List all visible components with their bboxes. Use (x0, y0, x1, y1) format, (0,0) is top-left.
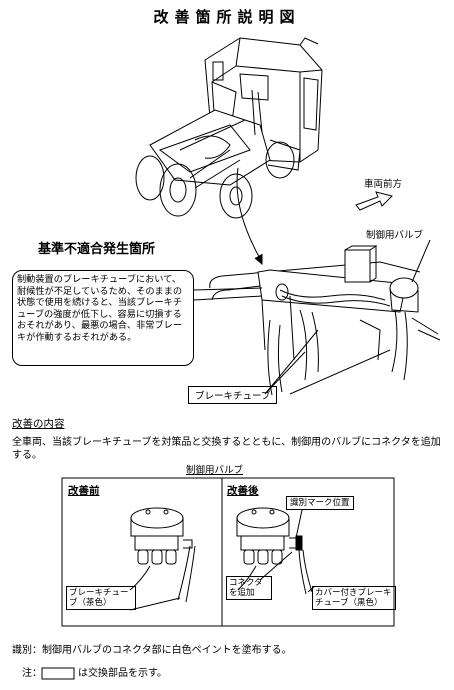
before-tube-label: ブレーキチューブ（茶色） (66, 586, 136, 610)
valve-after-illustration (236, 507, 316, 595)
forward-label: 車両前方 (364, 179, 403, 190)
cover-tube-label: カバー付きブレーキチューブ（黒色） (312, 586, 396, 610)
connector-label: コネクタを追加 (226, 576, 272, 600)
comparison-box (61, 477, 395, 627)
brake-tube-label: ブレーキチューブ (188, 386, 278, 404)
truck-illustration (135, 37, 323, 219)
valve-before-illustration (129, 507, 196, 611)
forward-arrow-icon (355, 191, 393, 211)
mark-position-label: 識別マーク位置 (286, 496, 354, 510)
identification-text: 識別：制御用バルブのコネクタ部に白色ペイントを塗布する。 (12, 645, 292, 656)
explanation-box: 制動装置のブレーキチューブにおいて、耐候性が不足しているため、そのままの状態で使… (12, 270, 194, 366)
improvement-heading: 改善の内容 (12, 418, 65, 430)
note-suffix: は交換部品を示す。 (78, 668, 167, 679)
defect-location-label: 基準不適合発生箇所 (38, 242, 156, 257)
replacement-part-legend-box (41, 667, 75, 680)
before-title: 改善前 (68, 485, 100, 497)
brake-detail-illustration (209, 245, 441, 396)
zoom-arrow (236, 167, 263, 263)
valve-caption: 制御用バルブ (186, 465, 244, 476)
improvement-text: 全車両、当該ブレーキチューブを対策品と交換するとともに、制御用のバルブにコネクタ… (12, 437, 441, 461)
valve-label: 制御用バルブ (366, 230, 424, 241)
page-title: 改善箇所説明図 (153, 8, 301, 26)
note-prefix: 注： (22, 668, 42, 679)
after-title: 改善後 (227, 485, 259, 497)
